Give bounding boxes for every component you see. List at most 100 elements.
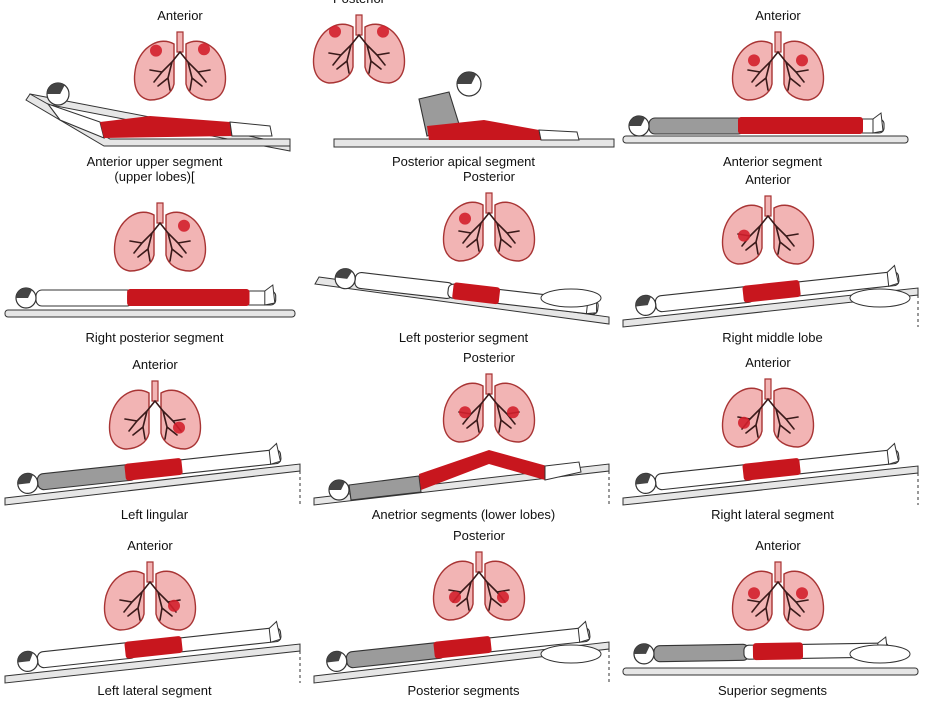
segment-caption-line1: Left lateral segment (97, 683, 211, 698)
bed-surface (623, 668, 918, 675)
segment-caption-line1: Anetrior segments (lower lobes) (372, 507, 556, 522)
patient-shorts (124, 458, 183, 481)
lungs-icon (115, 203, 206, 271)
patient-feet (578, 621, 590, 642)
drainage-position-panel: AnteriorRight lateral segment (618, 360, 927, 538)
bed-surface (5, 310, 295, 317)
view-label: Anterior (157, 8, 203, 23)
drainage-position-panel: Right posterior segment (0, 182, 309, 360)
patient-feet (269, 621, 281, 642)
segment-caption-line1: Superior segments (718, 683, 827, 698)
patient-feet (887, 443, 899, 464)
segment-caption-line1: Right middle lobe (722, 330, 822, 345)
lungs-icon (444, 374, 535, 442)
affected-area-marker (459, 406, 471, 418)
drainage-position-panel: AnteriorRight middle lobe (618, 182, 927, 360)
patient-shirt (349, 476, 421, 500)
pillow (541, 645, 601, 663)
segment-caption-line1: Anterior upper segment (87, 154, 223, 169)
patient-feet (230, 122, 272, 136)
segment-caption-line1: Left posterior segment (399, 330, 528, 345)
segment-caption: Right middle lobe (618, 330, 927, 345)
drainage-position-panel: AnteriorAnterior segment (618, 4, 927, 182)
patient-shorts (753, 642, 803, 660)
trachea (486, 193, 492, 213)
pillow (850, 645, 910, 663)
segment-caption: Posterior apical segment (309, 154, 618, 169)
trachea (476, 552, 482, 572)
segment-caption-line1: Posterior segments (408, 683, 520, 698)
affected-area-marker (796, 54, 808, 66)
affected-area-marker (796, 587, 808, 599)
trachea (356, 15, 362, 35)
patient (16, 285, 276, 308)
affected-area-marker (377, 26, 389, 38)
affected-area-marker (168, 600, 180, 612)
segment-caption: Left posterior segment (309, 330, 618, 345)
segment-caption-line1: Left lingular (121, 507, 188, 522)
lungs-icon (105, 562, 196, 630)
affected-area-marker (738, 230, 750, 242)
segment-caption: Anterior upper segment(upper lobes)[ (0, 154, 309, 184)
affected-area-marker (507, 406, 519, 418)
segment-caption: Right posterior segment (0, 330, 309, 345)
segment-caption: Left lingular (0, 507, 309, 522)
affected-area-marker (497, 591, 509, 603)
lungs-icon (733, 562, 824, 630)
view-label: Posterior (463, 350, 515, 365)
view-label: Posterior (463, 169, 515, 184)
trachea (765, 196, 771, 216)
bed-surface (623, 136, 908, 143)
trachea (765, 379, 771, 399)
view-label: Anterior (132, 357, 178, 372)
affected-area-marker (738, 417, 750, 429)
lungs-icon (733, 32, 824, 100)
view-label: Anterior (745, 172, 791, 187)
view-label: Anterior (755, 538, 801, 553)
patient-shorts (742, 280, 801, 303)
patient (629, 113, 884, 136)
patient-shorts (124, 636, 183, 659)
segment-caption: Left lateral segment (0, 683, 309, 698)
patient-feet (539, 130, 579, 140)
patient-shorts (742, 458, 801, 481)
segment-caption: Anterior segment (618, 154, 927, 169)
patient-shirt (649, 118, 744, 134)
affected-area-marker (198, 43, 210, 55)
lungs-icon (723, 379, 814, 447)
patient (419, 72, 579, 140)
affected-area-marker (150, 45, 162, 57)
segment-caption: Posterior segments (309, 683, 618, 698)
lungs-icon (444, 193, 535, 261)
affected-area-marker (449, 591, 461, 603)
affected-area-marker (459, 213, 471, 225)
lungs-icon (723, 196, 814, 264)
affected-area-marker (748, 54, 760, 66)
pillow (541, 289, 601, 307)
view-label: Posterior (453, 528, 505, 543)
lungs-icon (110, 381, 201, 449)
lungs-icon (434, 552, 525, 620)
patient-shorts (100, 116, 232, 138)
trachea (147, 562, 153, 582)
lungs-icon (135, 32, 226, 100)
patient (329, 450, 581, 500)
segment-caption-line1: Right posterior segment (85, 330, 223, 345)
segment-caption: Superior segments (618, 683, 927, 698)
patient-feet (265, 285, 275, 305)
trachea (775, 562, 781, 582)
patient-shorts (433, 636, 492, 659)
view-label: Anterior (755, 8, 801, 23)
trachea (177, 32, 183, 52)
patient-shorts (738, 117, 863, 134)
segment-caption: Right lateral segment (618, 507, 927, 522)
affected-area-marker (178, 220, 190, 232)
patient-shirt (654, 644, 749, 662)
